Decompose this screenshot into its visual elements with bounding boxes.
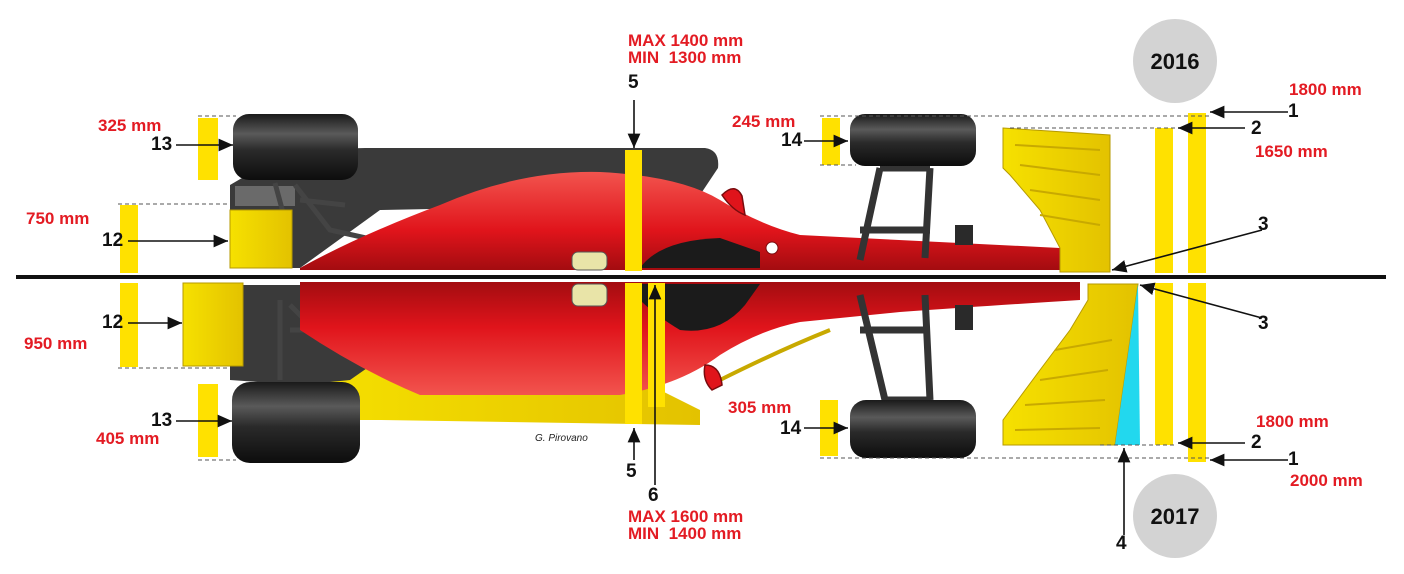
guide-lines — [118, 115, 1210, 461]
callout-1-bottom: 1 — [1288, 449, 1299, 470]
front-tyre-top — [850, 114, 976, 166]
bodywork-top — [300, 171, 1062, 270]
year-label-2016: 2016 — [1150, 49, 1200, 74]
bargeboard-2017 — [719, 328, 831, 382]
dim-front-tyre-top: 245 mm — [732, 112, 796, 131]
dim-floor-2016-max: MAX 1400 mm — [628, 31, 744, 50]
callout-6: 6 — [648, 485, 659, 506]
dim-front-wing-2016: 1650 mm — [1255, 142, 1328, 161]
bar-floor-top — [625, 150, 642, 271]
bar-front-wing-2016 — [1155, 128, 1173, 273]
callout-14-top: 14 — [781, 130, 803, 151]
bodywork-bottom — [300, 282, 1080, 395]
rear-wing-2016 — [229, 209, 293, 269]
cockpit-top — [640, 238, 760, 268]
callout-1-top: 1 — [1288, 101, 1299, 122]
bar-overall-width-2017 — [1188, 283, 1206, 462]
front-wing-2016 — [1002, 127, 1111, 273]
dim-floor-2017-max: MAX 1600 mm — [628, 507, 744, 526]
rear-tyre-bottom — [232, 382, 360, 463]
callout-3-top: 3 — [1258, 214, 1269, 235]
callout-2-bottom: 2 — [1251, 432, 1262, 453]
callout-12-bottom: 12 — [102, 312, 124, 333]
mirror-bottom — [703, 364, 723, 391]
bar-rear-wing-bottom — [120, 283, 138, 367]
callout-4: 4 — [1116, 533, 1127, 554]
callout-2-top: 2 — [1251, 118, 1262, 139]
callout-14-bottom: 14 — [780, 418, 802, 439]
callout-13-bottom: 13 — [151, 410, 173, 431]
callout-12-top: 12 — [102, 230, 124, 251]
year-badge-2016 — [1133, 19, 1217, 103]
year-label-2017: 2017 — [1150, 504, 1200, 529]
bar-front-wing-2017 — [1155, 283, 1173, 445]
dim-floor-2017-min: MIN 1400 mm — [628, 524, 742, 543]
dim-rear-wing-bottom: 950 mm — [24, 334, 88, 353]
nose-badge — [765, 241, 779, 255]
front-wing-2017-elements — [1014, 339, 1113, 431]
rear-wing-2017 — [182, 282, 244, 367]
airbox-top — [571, 251, 608, 271]
callout-13-top: 13 — [151, 134, 173, 155]
callout-5-bottom: 5 — [626, 461, 637, 482]
front-wing-2017 — [1002, 283, 1139, 446]
dim-overall-width-2016: 1800 mm — [1289, 80, 1362, 99]
mirror-top — [721, 188, 746, 217]
callout-5-top: 5 — [628, 72, 639, 93]
cockpit-bottom — [640, 284, 760, 331]
illustrator-credit: G. Pirovano — [535, 433, 588, 444]
year-badge-2017 — [1133, 474, 1217, 558]
rear-gearbox-2016 — [235, 186, 295, 206]
bar-floor-bottom-right — [648, 283, 665, 407]
dim-floor-2016-min: MIN 1300 mm — [628, 48, 742, 67]
dim-rear-tyre-top: 325 mm — [98, 116, 162, 135]
front-wing-2017-swept-segment — [1115, 284, 1140, 445]
front-wing-2016-elements — [1014, 144, 1101, 226]
dim-overall-width-2017: 2000 mm — [1290, 471, 1363, 490]
front-suspension-top — [856, 164, 934, 261]
dim-rear-tyre-bottom: 405 mm — [96, 429, 160, 448]
front-tyre-bottom — [850, 400, 976, 458]
airbox-bottom — [571, 283, 608, 307]
callout-arrows — [128, 100, 1288, 535]
bar-rear-tyre-top — [198, 118, 218, 180]
bar-overall-width-2016 — [1188, 113, 1206, 273]
dim-rear-wing-top: 750 mm — [26, 209, 90, 228]
dim-front-wing-2017: 1800 mm — [1256, 412, 1329, 431]
bar-floor-bottom-left — [625, 283, 642, 424]
dim-front-tyre-bottom: 305 mm — [728, 398, 792, 417]
nose-fitting-top — [955, 225, 973, 245]
front-suspension-bottom — [856, 294, 934, 404]
callout-3-bottom: 3 — [1258, 313, 1269, 334]
rear-tyre-top — [233, 114, 358, 180]
nose-fitting-bottom — [955, 305, 973, 330]
bar-rear-wing-top — [120, 205, 138, 273]
